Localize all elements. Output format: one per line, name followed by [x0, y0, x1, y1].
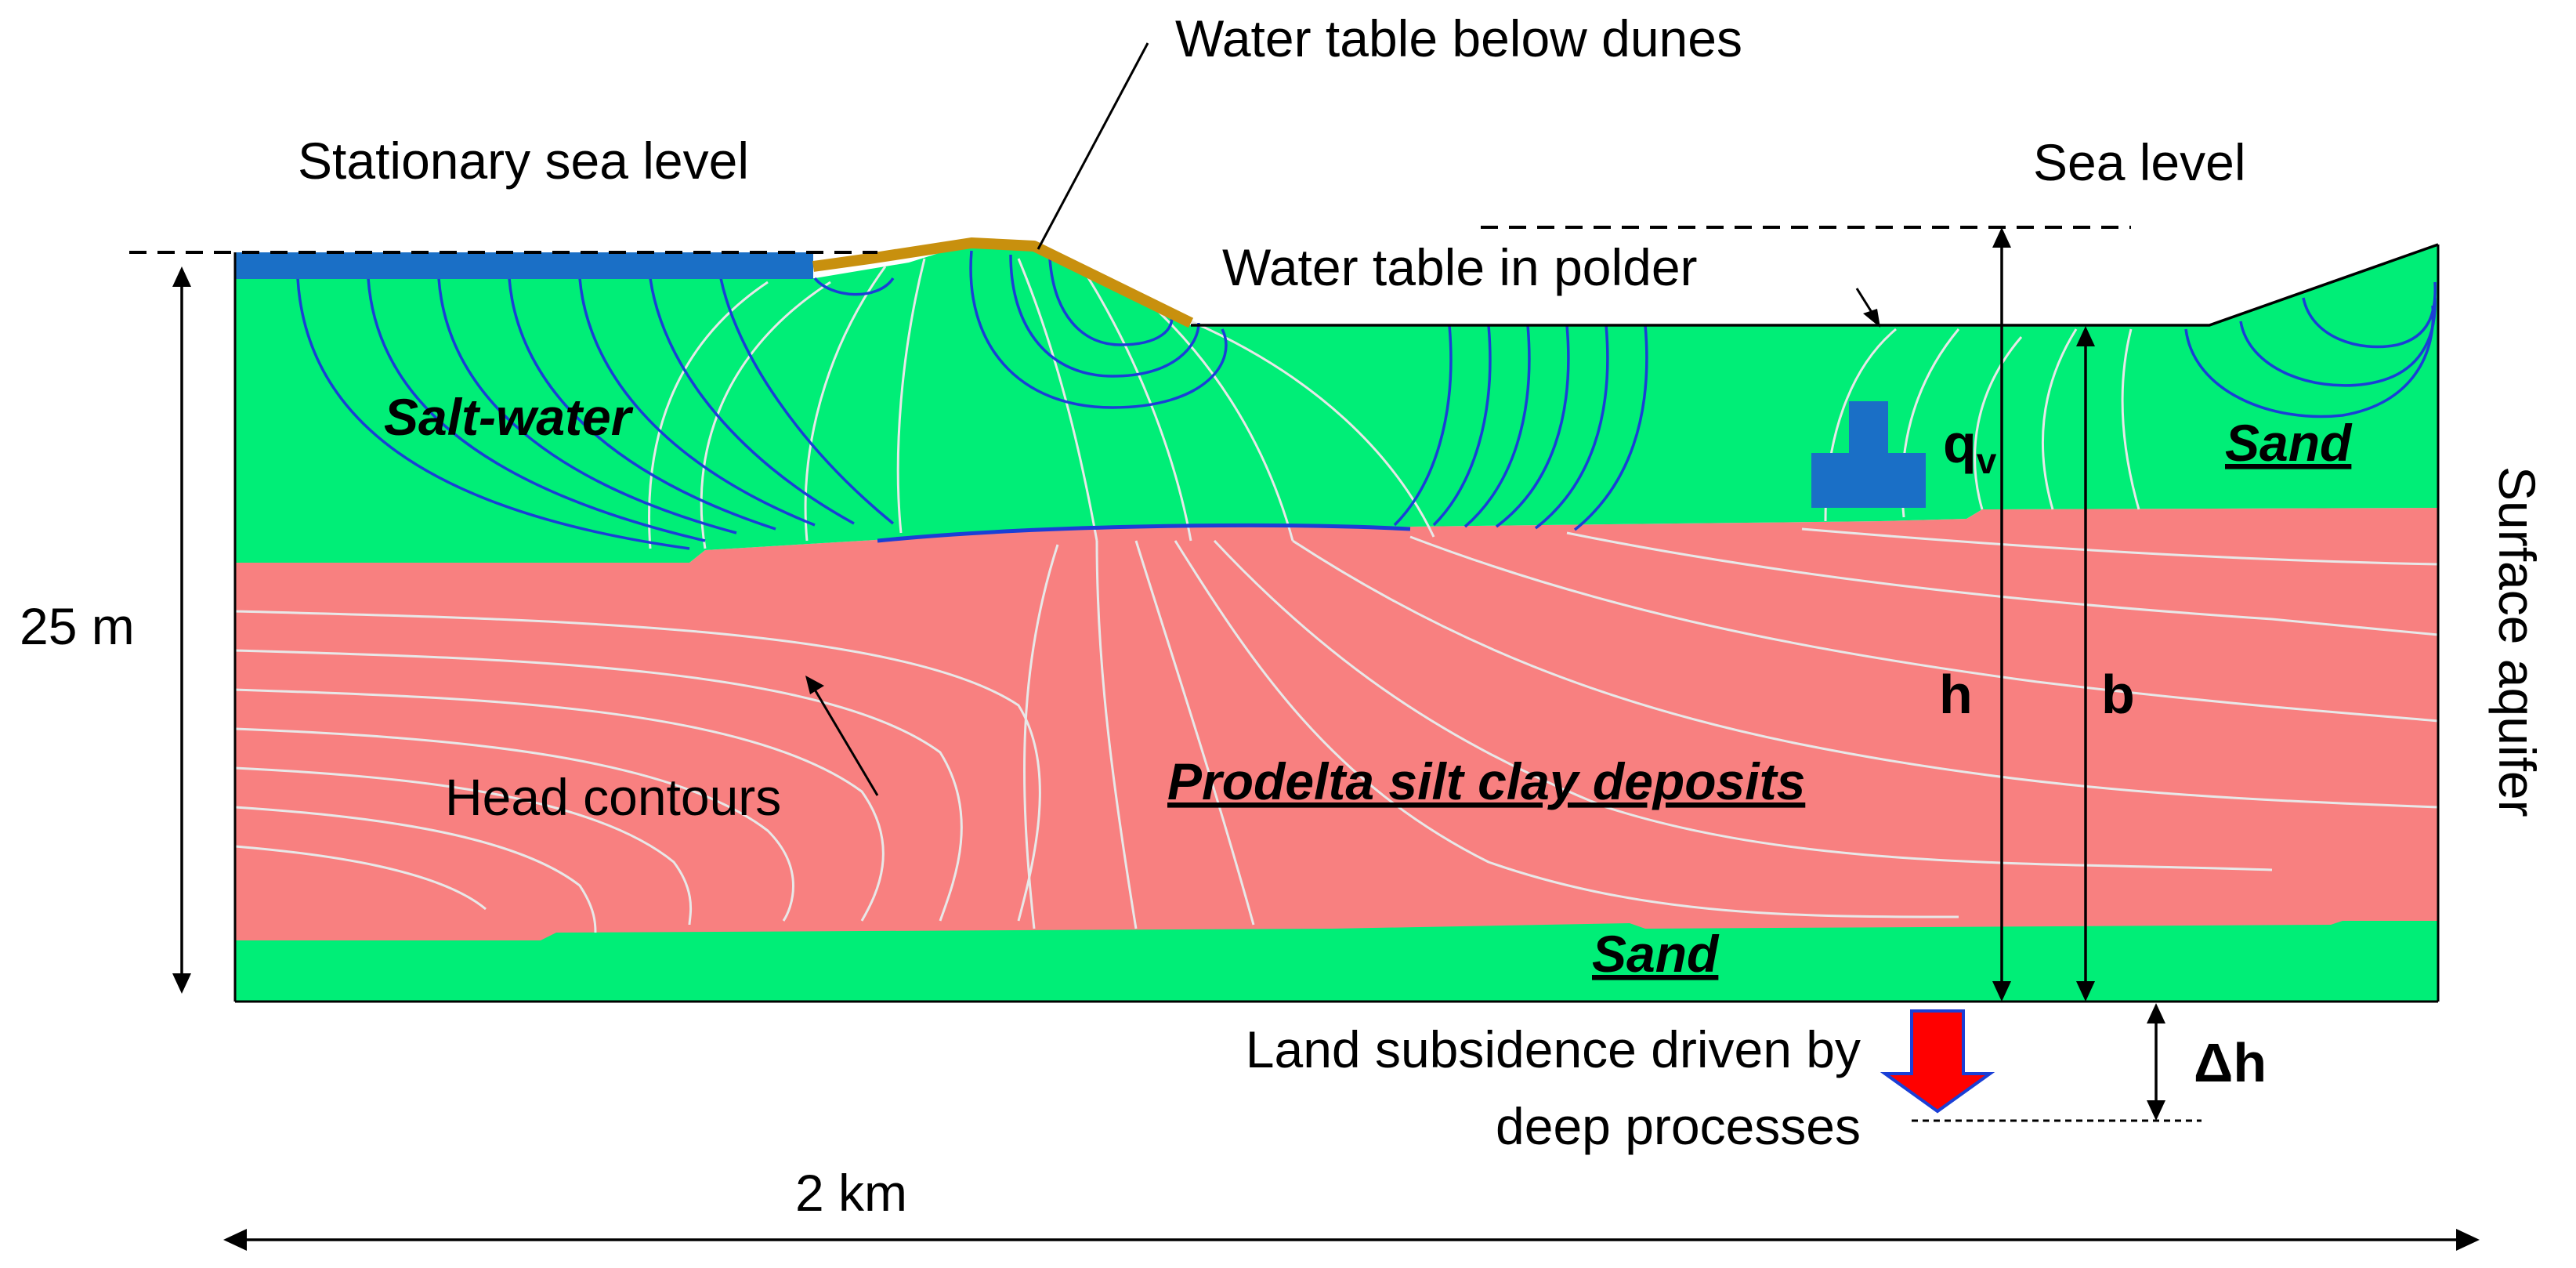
sea-level-label: Sea level [2033, 133, 2246, 191]
delta-h-label: Δh [2194, 1032, 2267, 1093]
subsidence-label-line1: Land subsidence driven by [1246, 1020, 1861, 1078]
depth-dimension-arrow [172, 266, 191, 994]
salt-water-label: Salt-water [384, 388, 634, 446]
delta-h-dimension-arrow [2147, 1003, 2165, 1121]
surface-aquifer-label: Surface aquifer [2488, 466, 2546, 817]
clay-layer [235, 508, 2438, 940]
water-table-dunes-label: Water table below dunes [1175, 9, 1742, 67]
subsidence-label-line2: deep processes [1496, 1097, 1861, 1155]
prodelta-label: Prodelta silt clay deposits [1167, 752, 1805, 810]
sand-top-label: Sand [2225, 414, 2353, 472]
dune-leader-line [1037, 42, 1149, 250]
salt-water-contour-lines [296, 250, 2437, 550]
polder-leader-arrowhead [1863, 309, 1880, 328]
sand-bottom-label: Sand [1592, 925, 1720, 983]
bottom-sand-layer [235, 921, 2438, 1002]
dune-water-table-line [812, 237, 1194, 328]
b-dimension-arrow [2076, 326, 2095, 1002]
width-dimension-arrow [223, 1229, 2480, 1251]
head-contours-leader-line [813, 689, 879, 796]
qv-label: qv [1943, 413, 1997, 481]
polder-water-table-line [1191, 243, 2439, 327]
h-dimension-arrow [1992, 227, 2011, 1002]
depth-label: 25 m [20, 597, 135, 655]
upward-flux-arrow [1811, 401, 1926, 508]
head-contours-leader-arrowhead [805, 676, 824, 694]
head-contours-label: Head contours [445, 768, 781, 826]
b-label: b [2101, 664, 2135, 725]
downward-subsidence-arrow [1880, 1009, 1995, 1114]
width-label: 2 km [795, 1164, 907, 1222]
sea-water-bar [235, 252, 813, 279]
stationary-sea-level-label: Stationary sea level [298, 132, 749, 190]
water-table-polder-label: Water table in polder [1222, 238, 1698, 296]
h-label: h [1939, 664, 1973, 725]
